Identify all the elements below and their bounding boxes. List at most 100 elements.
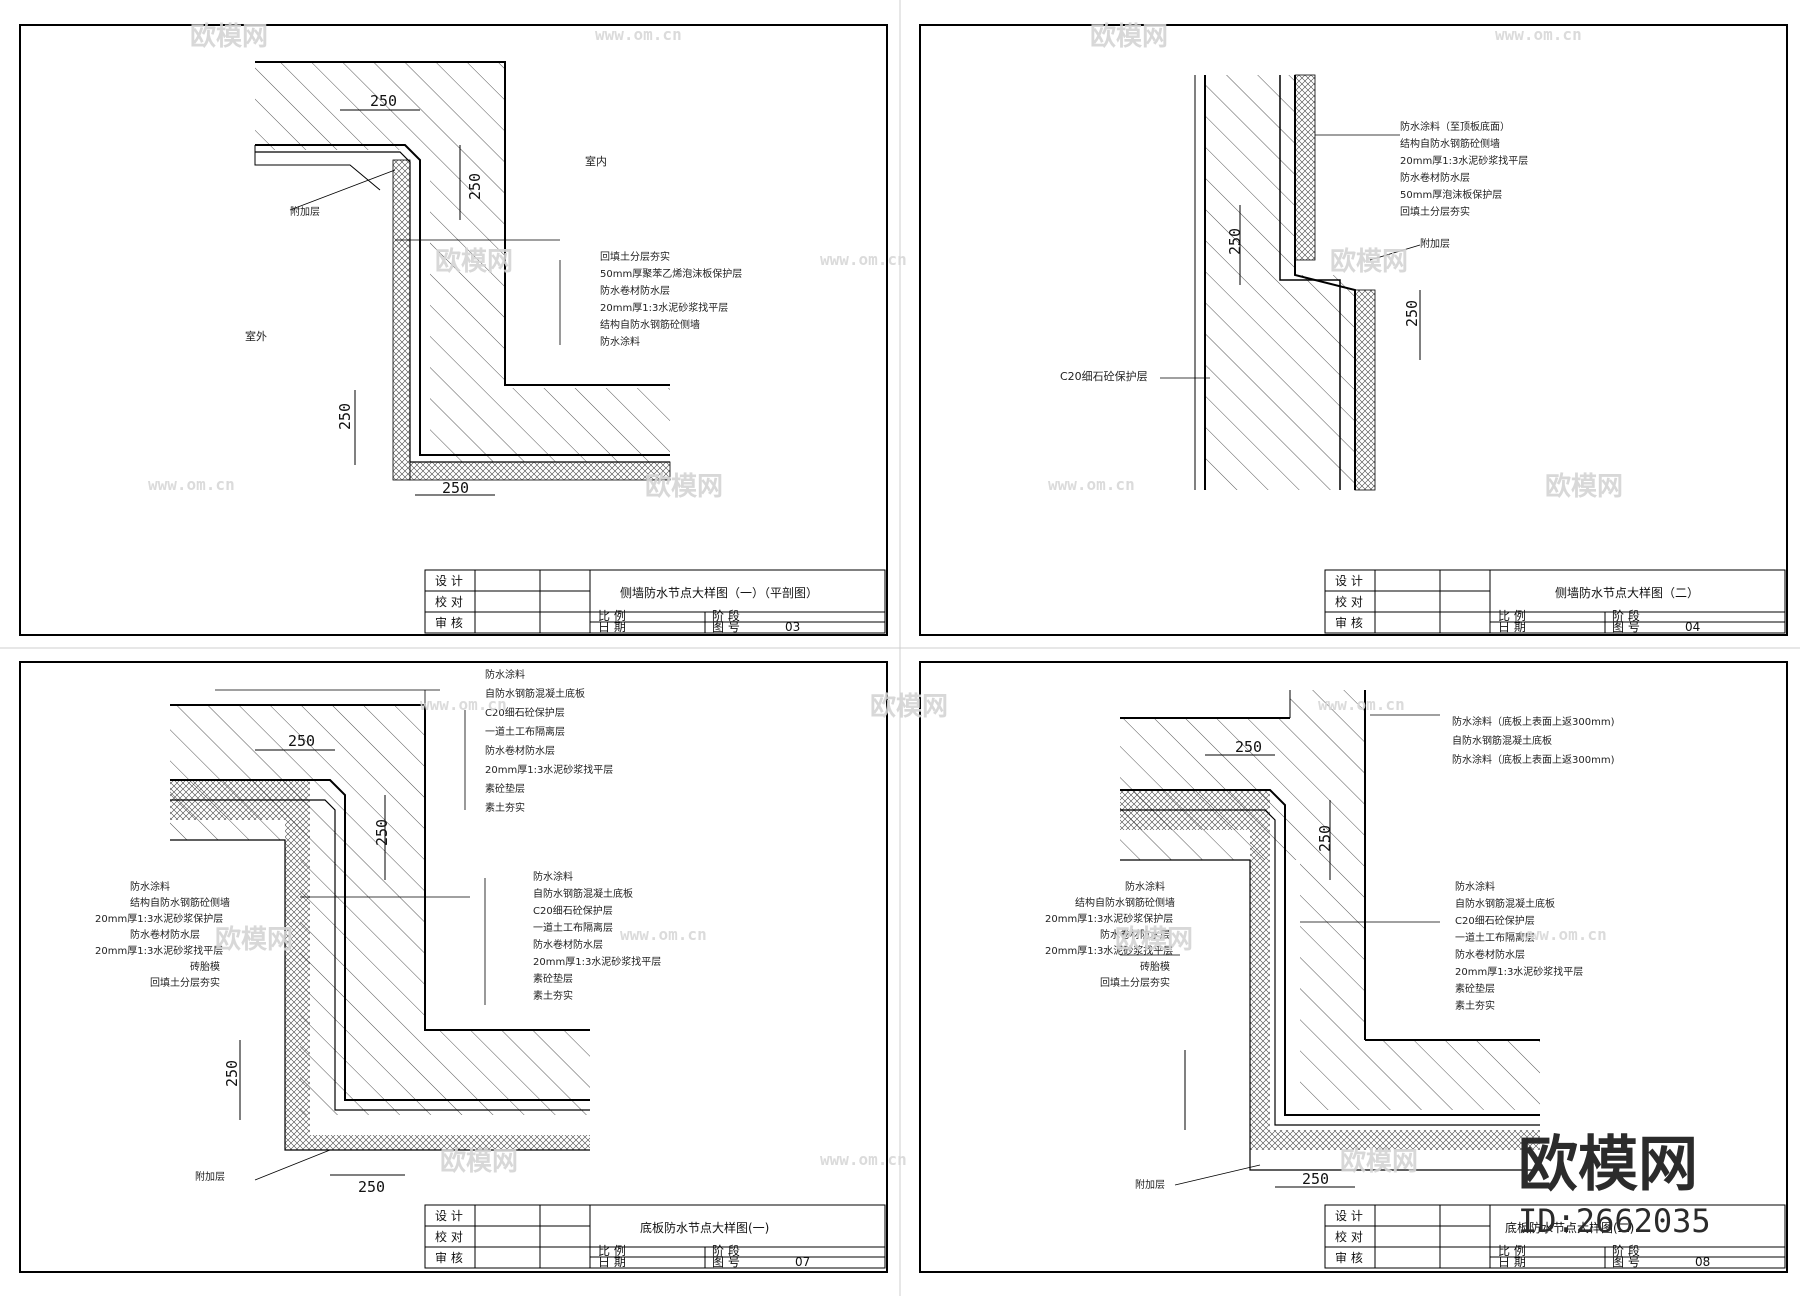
panel-4-layer-right: 素砼垫层: [1455, 982, 1495, 995]
brand-stamp: 欧模网 ID:2662035: [1518, 1130, 1711, 1240]
panel-4-dim-bottom: 250: [1302, 1170, 1329, 1188]
panel-1-callout-extra: 附加层: [290, 205, 320, 218]
watermark-url: www.om.cn: [1318, 695, 1405, 714]
panel-3-frame: [19, 661, 888, 1273]
watermark-url: www.om.cn: [420, 695, 507, 714]
panel-1-layer-callouts: 回填土分层夯实 50mm厚聚苯乙烯泡沫板保护层 防水卷材防水层 20mm厚1:3…: [600, 250, 742, 348]
watermark-url: www.om.cn: [1495, 25, 1582, 44]
watermark-url: www.om.cn: [595, 25, 682, 44]
panel-4-layer-left: 20mm厚1:3水泥砂浆找平层: [1045, 944, 1173, 957]
panel-4: 250 250 250 附加层 防水涂料（底板上表面上返300mm) 自防水钢筋…: [919, 661, 1788, 1273]
panel-1-scale-label: 比 例: [598, 609, 626, 623]
watermark-url: www.om.cn: [820, 1150, 907, 1169]
panel-1-room-inside: 室内: [585, 154, 607, 168]
panel-1-dim-bottom: 250: [442, 479, 469, 497]
panel-1-layer: 20mm厚1:3水泥砂浆找平层: [600, 301, 728, 314]
panel-3-dim-bottom: 250: [358, 1178, 385, 1196]
panel-1-layer: 50mm厚聚苯乙烯泡沫板保护层: [600, 267, 742, 280]
watermark-url: www.om.cn: [620, 925, 707, 944]
brand-stamp-name: 欧模网: [1518, 1130, 1698, 1200]
panel-2-sign-row: 审 核: [1335, 615, 1363, 630]
panel-4-title-block: 设 计 校 对 审 核 底板防水节点大样图(二) 比 例 阶 段 日 期 图 号…: [1324, 1204, 1786, 1269]
watermark-brand: 欧模网: [870, 691, 948, 722]
panel-1-date-label: 日 期: [598, 620, 626, 634]
panel-4-layer-callouts-top: 防水涂料（底板上表面上返300mm) 自防水钢筋混凝土底板 防水涂料（底板上表面…: [1452, 715, 1615, 766]
panel-4-dim-top: 250: [1235, 738, 1262, 756]
panel-3-drawing-no: 07: [795, 1255, 810, 1269]
panel-2-drawing-no: 04: [1685, 620, 1700, 634]
panel-2-drawing-no-label: 图 号: [1612, 620, 1640, 634]
panel-3-layer-callouts-right: 防水涂料 自防水钢筋混凝土底板 C20细石砼保护层 一道土工布隔离层 防水卷材防…: [533, 870, 661, 1002]
panel-1-dim-top: 250: [370, 92, 397, 110]
watermark-brand: 欧模网: [435, 246, 513, 277]
panel-4-dim-right: 250: [1316, 825, 1334, 852]
panel-2-sign-row: 设 计: [1335, 574, 1363, 588]
panel-1-drawing: [254, 61, 671, 496]
panel-3-layer-right: 素砼垫层: [533, 972, 573, 985]
panel-3-scale-label: 比 例: [598, 1244, 626, 1258]
watermark-brand: 欧模网: [215, 924, 293, 955]
panel-3-layer-left: 20mm厚1:3水泥砂浆找平层: [95, 944, 223, 957]
panel-4-drawing-no-label: 图 号: [1612, 1255, 1640, 1269]
panel-3-layer-left: 结构自防水钢筋砼侧墙: [130, 896, 230, 909]
watermark-url: www.om.cn: [1520, 925, 1607, 944]
panel-1-room-outside: 室外: [245, 329, 267, 343]
panel-3-stage-label: 阶 段: [712, 1243, 740, 1258]
panel-4-sign-row: 审 核: [1335, 1250, 1363, 1265]
watermark-brand: 欧模网: [1090, 21, 1168, 52]
panel-3-layer-top: 自防水钢筋混凝土底板: [485, 687, 585, 700]
panel-2-dim-right: 250: [1403, 300, 1421, 327]
panel-1-dim-left: 250: [336, 403, 354, 430]
panel-2-drawing-title: 侧墙防水节点大样图（二）: [1555, 585, 1699, 600]
panel-3-layer-right: 防水涂料: [533, 870, 573, 883]
panel-3-date-label: 日 期: [598, 1255, 626, 1269]
panel-1-drawing-no-label: 图 号: [712, 620, 740, 634]
brand-stamp-id: ID:2662035: [1518, 1202, 1711, 1240]
panel-1-frame: [19, 24, 888, 636]
panel-4-drawing-title: 底板防水节点大样图(二): [1505, 1220, 1634, 1235]
panel-2-layer-callouts: 防水涂料（至顶板底面） 结构自防水钢筋砼侧墙 20mm厚1:3水泥砂浆找平层 防…: [1400, 120, 1528, 218]
panel-4-layer-left: 回填土分层夯实: [1100, 976, 1170, 989]
panel-2-drawing: [1160, 74, 1421, 491]
panel-4-layer-right: 自防水钢筋混凝土底板: [1455, 897, 1555, 910]
panel-4-layer-left: 结构自防水钢筋砼侧墙: [1075, 896, 1175, 909]
panel-3-layer-right: 防水卷材防水层: [533, 938, 603, 951]
panel-4-layer-left: 砖胎模: [1140, 960, 1170, 973]
watermark-url: www.om.cn: [148, 475, 235, 494]
panel-3-title-block: 设 计 校 对 审 核 底板防水节点大样图(一) 比 例 阶 段 日 期 图 号…: [424, 1204, 886, 1269]
panel-4-layer-callouts-right: 防水涂料 自防水钢筋混凝土底板 C20细石砼保护层 一道土工布隔离层 防水卷材防…: [1455, 880, 1583, 1012]
watermark-url: www.om.cn: [820, 250, 907, 269]
panel-2-layer: 回填土分层夯实: [1400, 205, 1470, 218]
panel-3-layer-top: C20细石砼保护层: [485, 706, 565, 719]
watermark-brand: 欧模网: [440, 1146, 518, 1177]
panel-1-layer: 结构自防水钢筋砼侧墙: [600, 318, 700, 331]
panel-1-layer: 回填土分层夯实: [600, 250, 670, 263]
panel-4-layer-right: 一道土工布隔离层: [1455, 931, 1535, 944]
panel-4-layer-right: 素土夯实: [1455, 999, 1495, 1012]
panel-4-stage-label: 阶 段: [1612, 1243, 1640, 1258]
panel-3-drawing: [170, 689, 590, 1181]
panel-4-drawing-no: 08: [1695, 1255, 1710, 1269]
panel-1-drawing-title: 侧墙防水节点大样图（一）（平剖图）: [620, 585, 818, 600]
panel-1-sign-row: 校 对: [435, 594, 463, 609]
panel-2-layer: 20mm厚1:3水泥砂浆找平层: [1400, 154, 1528, 167]
panel-3-layer-right: 一道土工布隔离层: [533, 921, 613, 934]
watermark-brand: 欧模网: [1545, 471, 1623, 502]
panel-3: 250 250 250 250 附加层 防水涂料 自防水钢筋混凝土底板 C20细…: [19, 661, 888, 1273]
panel-2-callout-extra: 附加层: [1420, 237, 1450, 250]
panel-3-layer-right: 20mm厚1:3水泥砂浆找平层: [533, 955, 661, 968]
panel-1-layer: 防水涂料: [600, 335, 640, 348]
panel-3-layer-top: 防水卷材防水层: [485, 744, 555, 757]
panel-4-layer-callouts-left: 防水涂料 结构自防水钢筋砼侧墙 20mm厚1:3水泥砂浆保护层 防水卷材防水层 …: [1045, 880, 1175, 989]
panel-2-layer: 防水卷材防水层: [1400, 171, 1470, 184]
watermark-brand: 欧模网: [1115, 924, 1193, 955]
panel-2-dim-left: 250: [1226, 228, 1244, 255]
panel-3-layer-top: 素土夯实: [485, 801, 525, 814]
panel-4-layer-top: 防水涂料（底板上表面上返300mm): [1452, 715, 1615, 728]
panel-3-callout-extra: 附加层: [195, 1170, 225, 1183]
panel-3-layer-callouts-left: 防水涂料 结构自防水钢筋砼侧墙 20mm厚1:3水泥砂浆保护层 防水卷材防水层 …: [95, 880, 230, 989]
panel-1-dim-right: 250: [466, 173, 484, 200]
panel-3-layer-callouts-top: 防水涂料 自防水钢筋混凝土底板 C20细石砼保护层 一道土工布隔离层 防水卷材防…: [485, 668, 613, 814]
panel-1-sign-row: 审 核: [435, 615, 463, 630]
